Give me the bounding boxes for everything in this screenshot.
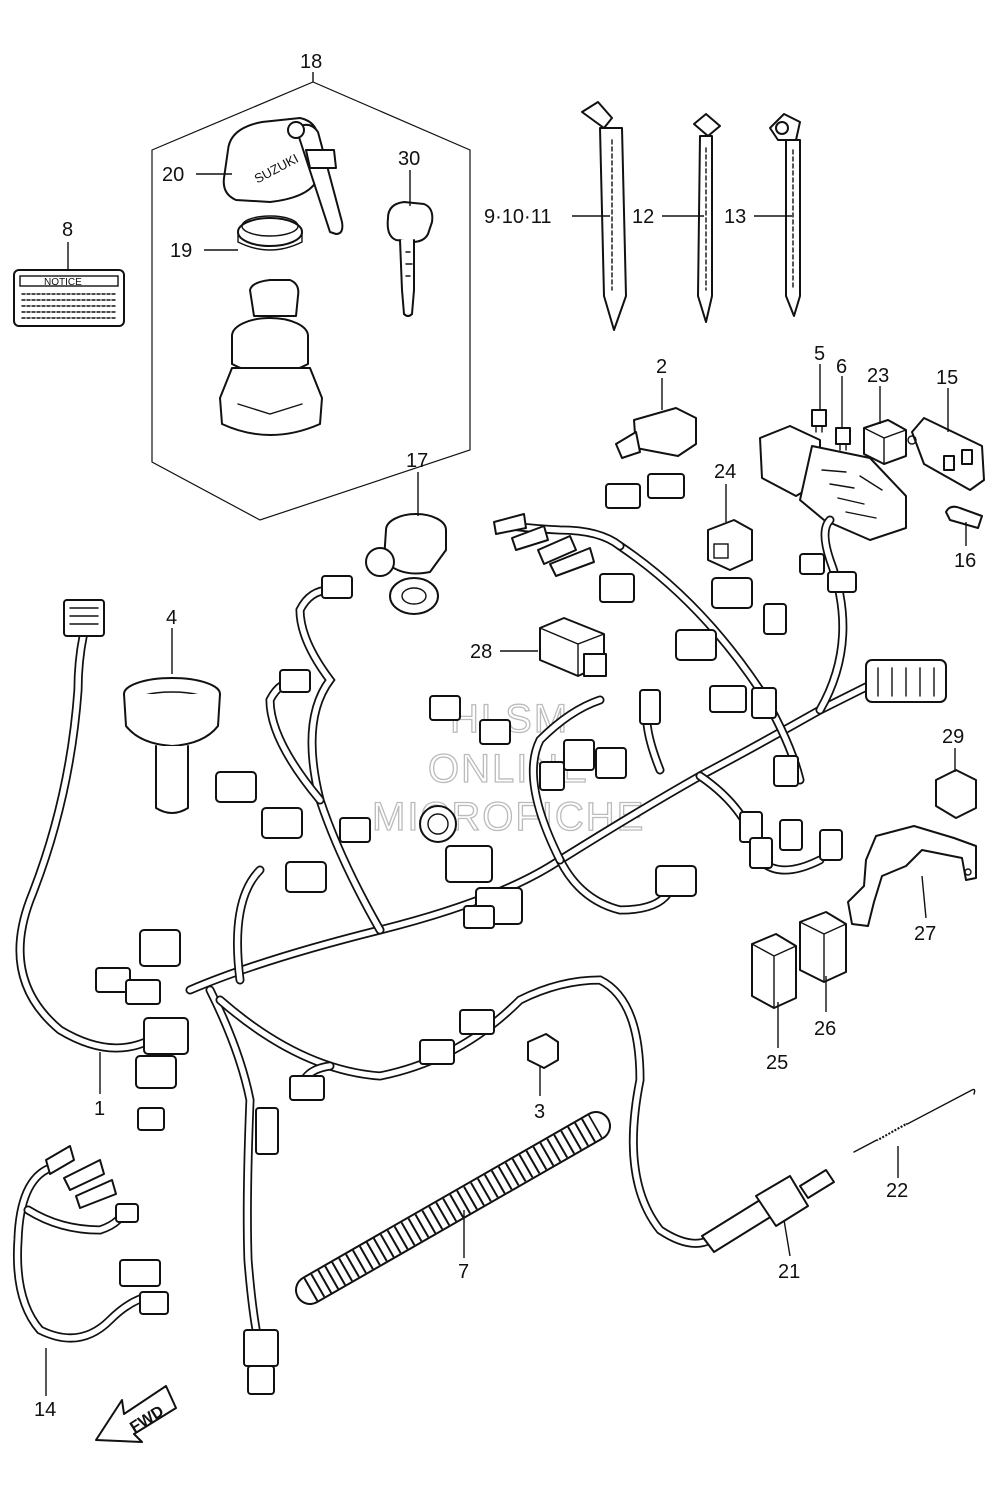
part-6-fuse: [835, 427, 851, 451]
part-9-10-11-cable-tie: [581, 101, 627, 331]
callout-21: 21: [778, 1261, 800, 1283]
callout-15: 15: [936, 367, 958, 389]
callout-27: 27: [914, 923, 936, 945]
callout-14: 14: [34, 1399, 56, 1421]
callout-26: 26: [814, 1018, 836, 1040]
part-15-bracket: [907, 417, 985, 491]
part-21-sensor: [701, 1169, 835, 1253]
callout-22: 22: [886, 1180, 908, 1202]
callout-16: 16: [954, 550, 976, 572]
callout-9-10-11: 9·10·11: [484, 206, 551, 228]
part-26-connector: [799, 911, 847, 983]
callout-2: 2: [656, 356, 667, 378]
leader-lines: [45, 170, 967, 1396]
part-4-grommet: [123, 677, 221, 814]
callout-5: 5: [814, 343, 825, 365]
part-14-sub-harness: [13, 1145, 169, 1343]
callout-19: 19: [170, 240, 192, 262]
callout-20: 20: [162, 164, 184, 186]
part-1-main-harness: [15, 473, 947, 1395]
part-2-cap: [615, 407, 697, 459]
callout-29: 29: [942, 726, 964, 748]
callout-17: 17: [406, 450, 428, 472]
part-12-cable-tie: [693, 113, 721, 323]
callout-8: 8: [62, 219, 73, 241]
part-5-fuse: [811, 409, 827, 433]
callout-24: 24: [714, 461, 736, 483]
callout-18: 18: [300, 51, 322, 73]
fwd-arrow: FWD: [95, 1385, 177, 1443]
part-29-connector: [935, 769, 977, 819]
callout-12: 12: [632, 206, 654, 228]
part-13-cable-tie: [769, 113, 801, 317]
part-25-connector: [751, 933, 797, 1009]
part-22-spring-rod: [853, 1088, 976, 1153]
callout-3: 3: [534, 1101, 545, 1123]
part-18-ignition-switch-assembly: SUZUKI: [151, 72, 471, 521]
part-23-relay: [863, 419, 907, 465]
harness-connector: [63, 599, 105, 637]
callout-28: 28: [470, 641, 492, 663]
callout-4: 4: [166, 607, 177, 629]
callout-numbers: 18 20 19 8 30 9·10·11 12 13 2 5 6 23 15 …: [34, 51, 976, 1421]
callout-7: 7: [458, 1261, 469, 1283]
part-24-connector: [707, 519, 753, 571]
part-27-bracket: [847, 825, 977, 927]
callout-23: 23: [867, 365, 889, 387]
part-3-cap: [527, 1033, 559, 1069]
callout-6: 6: [836, 356, 847, 378]
callout-13: 13: [724, 206, 746, 228]
ignition-switch-body: [219, 367, 323, 436]
notice-label-text: NOTICE: [44, 277, 82, 288]
part-30-key: [386, 201, 434, 317]
part-16-clip: [945, 505, 983, 529]
fuse-box: [759, 425, 907, 541]
callout-1: 1: [94, 1098, 105, 1120]
callout-30: 30: [398, 148, 420, 170]
part-17-switch: [365, 513, 447, 615]
part-8-notice-label: NOTICE: [13, 269, 125, 327]
part-7-corrugated-tube: [295, 1111, 611, 1305]
part-28-relay: [539, 617, 607, 677]
callout-25: 25: [766, 1052, 788, 1074]
